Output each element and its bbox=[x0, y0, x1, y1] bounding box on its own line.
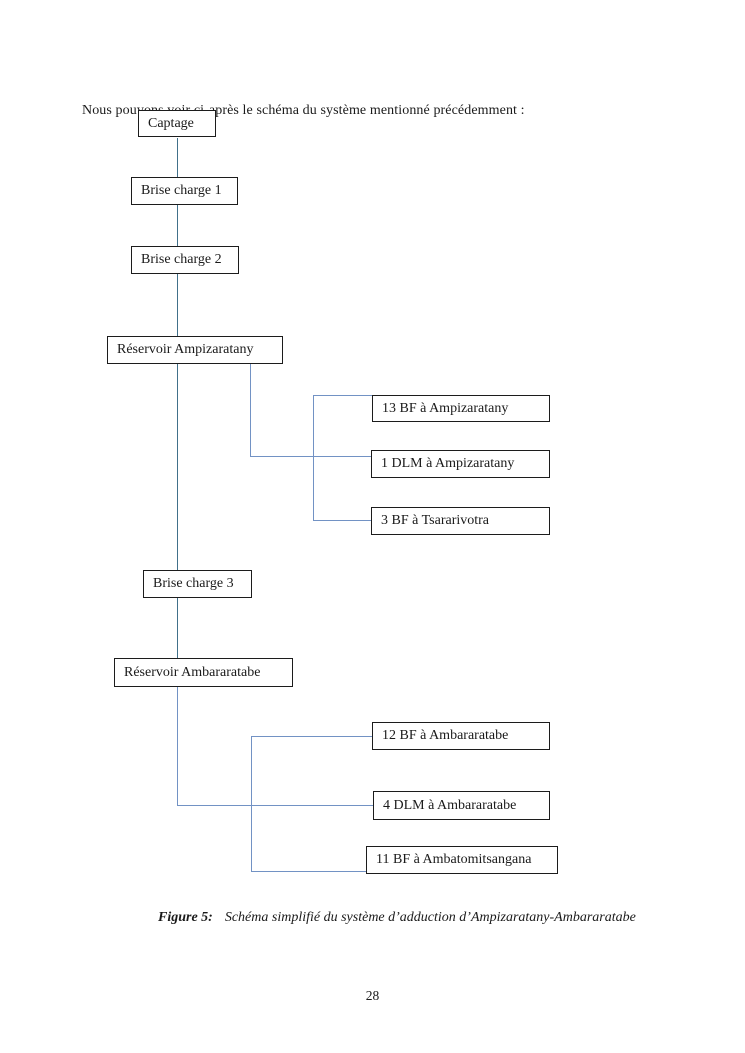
figure-caption-text: Schéma simplifié du système d’adduction … bbox=[224, 910, 636, 925]
diagram-node-label: Captage bbox=[148, 115, 194, 131]
diagram-node-brise-charge-2: Brise charge 2 bbox=[131, 246, 239, 274]
connector-line bbox=[177, 687, 179, 806]
diagram-node-bf3-tsararivotra: 3 BF à Tsararivotra bbox=[371, 507, 550, 535]
diagram-node-label: Réservoir Ambararatabe bbox=[124, 664, 261, 680]
connector-line bbox=[177, 138, 179, 177]
connector-line bbox=[251, 736, 372, 738]
diagram-node-dlm4-ambararatabe: 4 DLM à Ambararatabe bbox=[373, 791, 550, 820]
diagram-node-label: Réservoir Ampizaratany bbox=[117, 342, 254, 357]
diagram-node-dlm1-ampizaratany: 1 DLM à Ampizaratany bbox=[371, 450, 550, 478]
connector-line bbox=[313, 395, 315, 521]
diagram-node-brise-charge-1: Brise charge 1 bbox=[131, 177, 238, 205]
connector-line bbox=[177, 805, 373, 807]
diagram-node-bf12-ambararatabe: 12 BF à Ambararatabe bbox=[372, 722, 550, 750]
figure-caption-label: Figure 5: bbox=[158, 910, 213, 925]
diagram-node-label: Brise charge 2 bbox=[141, 252, 222, 267]
connector-line bbox=[250, 364, 252, 457]
diagram-node-label: 12 BF à Ambararatabe bbox=[382, 728, 509, 743]
connector-line bbox=[177, 364, 179, 570]
diagram-node-label: 4 DLM à Ambararatabe bbox=[383, 797, 517, 813]
diagram-node-label: 1 DLM à Ampizaratany bbox=[381, 456, 515, 471]
diagram-node-reservoir-ambararatabe: Réservoir Ambararatabe bbox=[114, 658, 293, 687]
diagram-node-bf11-ambatomitsangana: 11 BF à Ambatomitsangana bbox=[366, 846, 558, 874]
connector-line bbox=[177, 205, 179, 246]
connector-line bbox=[251, 736, 253, 872]
diagram-node-label: 3 BF à Tsararivotra bbox=[381, 513, 490, 528]
connector-line bbox=[177, 274, 179, 336]
diagram-node-label: 11 BF à Ambatomitsangana bbox=[376, 852, 532, 867]
diagram-node-label: Brise charge 1 bbox=[141, 183, 222, 198]
diagram-node-bf13-ampizaratany: 13 BF à Ampizaratany bbox=[372, 395, 550, 422]
diagram-node-reservoir-ampizaratany: Réservoir Ampizaratany bbox=[107, 336, 283, 364]
connector-line bbox=[313, 395, 372, 397]
diagram-node-captage: Captage bbox=[138, 110, 216, 137]
connector-line bbox=[313, 520, 371, 522]
diagram-node-label: Brise charge 3 bbox=[153, 576, 234, 591]
connector-line bbox=[177, 598, 179, 658]
diagram-node-label: 13 BF à Ampizaratany bbox=[382, 400, 509, 416]
figure-caption: Figure 5: Schéma simplifié du système d’a… bbox=[158, 910, 636, 926]
connector-line bbox=[251, 871, 366, 873]
diagram-node-brise-charge-3: Brise charge 3 bbox=[143, 570, 252, 598]
connector-line bbox=[250, 456, 371, 458]
page-number: 28 bbox=[365, 987, 380, 1003]
